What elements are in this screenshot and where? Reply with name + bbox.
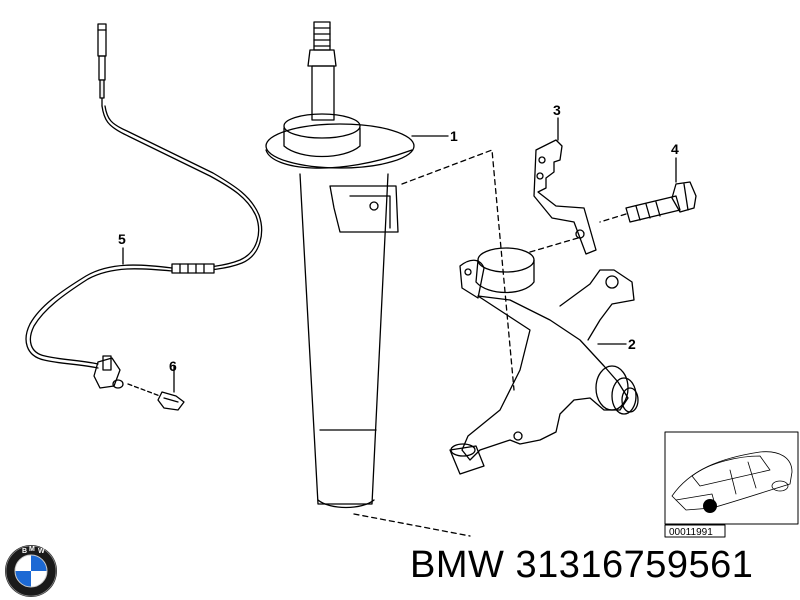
part-caption: BMW 31316759561 [410,544,753,587]
bmw-logo: B M W [5,545,57,597]
callout-4: 4 [671,141,679,157]
hex-bolt [599,157,697,223]
sensor-bolt [127,365,185,411]
wheel-speed-sensor-cable [25,23,263,389]
callout-3: 3 [553,102,561,118]
svg-text:W: W [38,548,46,555]
steering-knuckle [449,247,639,475]
callout-2: 2 [628,336,636,352]
svg-text:M: M [29,546,36,553]
bracket-plate [529,117,597,255]
brand-name: BMW [410,544,505,586]
callout-1: 1 [450,128,458,144]
vehicle-location-inset [664,431,799,538]
svg-text:B: B [22,548,28,555]
spring-strut [265,21,515,537]
inset-reference-code: 00011991 [669,527,713,538]
callout-6: 6 [169,358,177,374]
callout-5: 5 [118,231,126,247]
part-number: 31316759561 [515,544,754,586]
